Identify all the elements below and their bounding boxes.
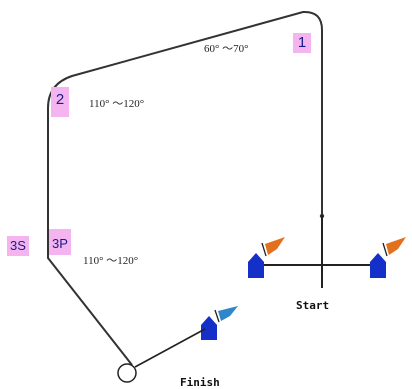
- angle-label-mark-2: 110° ～120°: [89, 98, 145, 110]
- mark-1-label: 1: [293, 33, 311, 53]
- course-line: [47, 10, 323, 366]
- finish-label: Finish: [180, 376, 220, 389]
- mark-2-label: 2: [51, 87, 69, 117]
- mark-3s-label: 3S: [7, 236, 29, 256]
- angle-label-mark-3: 110° ～120°: [83, 255, 139, 267]
- start-label: Start: [296, 299, 330, 312]
- mark-3p-label: 3P: [49, 229, 71, 255]
- finish-mark-buoy: [117, 363, 137, 383]
- angle-label-mark-1: 60° ～70°: [204, 43, 249, 55]
- start-boat-left: [248, 237, 285, 278]
- finish-boat: [201, 306, 238, 340]
- finish-line: [134, 328, 206, 368]
- start-boat-right: [370, 237, 406, 278]
